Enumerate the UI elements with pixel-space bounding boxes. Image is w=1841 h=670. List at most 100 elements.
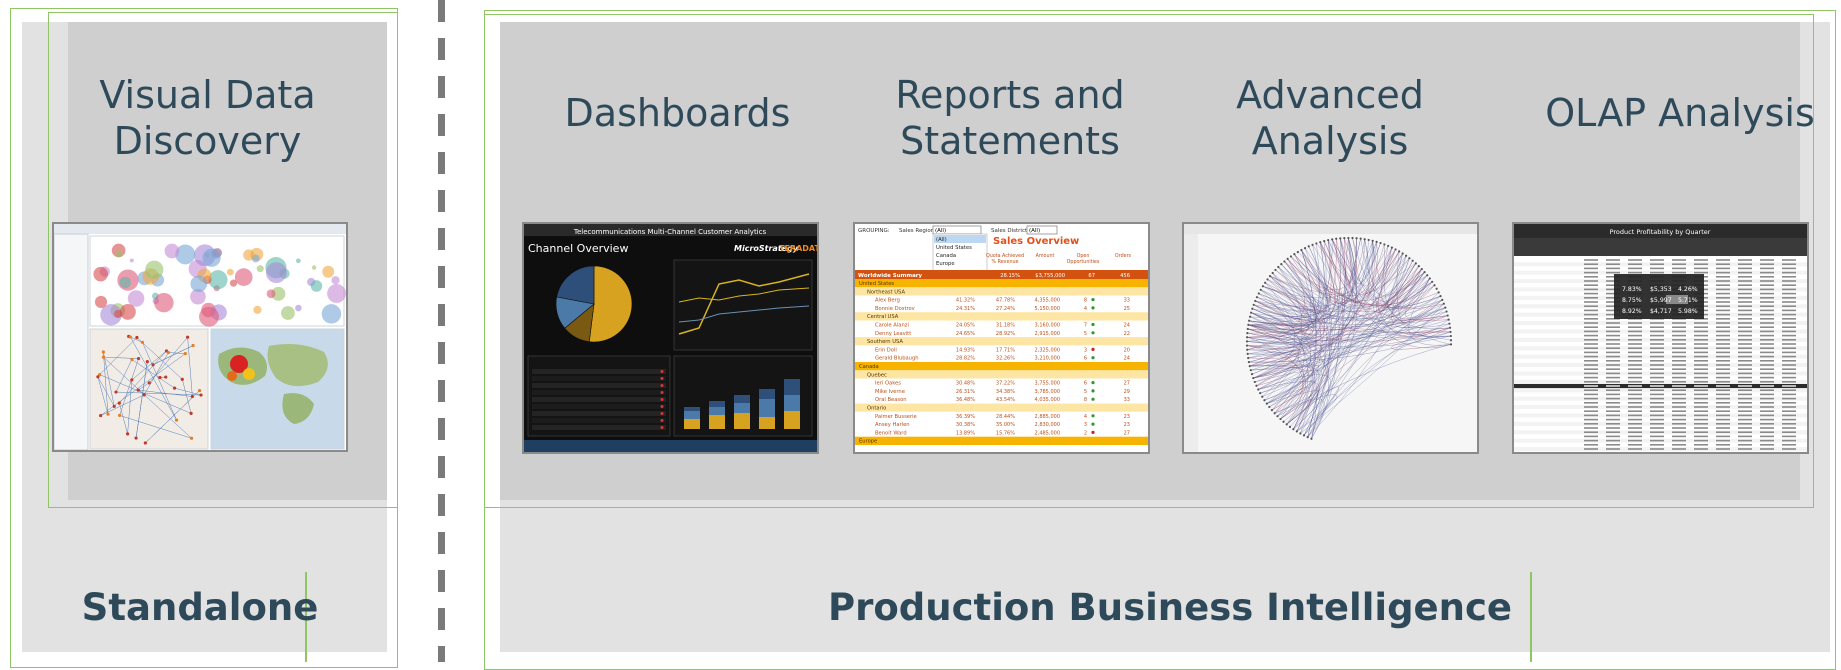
summary-value: 67 [1088, 273, 1095, 279]
column-header: Orders [1115, 253, 1132, 259]
chord-node [1254, 381, 1256, 383]
chord-node [1276, 415, 1278, 417]
grid-cell [1694, 402, 1708, 404]
chord-node [1436, 288, 1438, 290]
table-row [532, 425, 666, 430]
grid-cell [1760, 284, 1774, 286]
chord-node [1387, 245, 1389, 247]
grid-cell [1650, 368, 1664, 370]
grid-cell [1716, 360, 1730, 362]
grid-cell [1738, 268, 1752, 270]
dropdown-option[interactable]: Canada [936, 253, 956, 259]
grid-cell [1606, 368, 1620, 370]
grid-cell [1650, 268, 1664, 270]
chord-node [1449, 327, 1451, 329]
grid-cell [1606, 352, 1620, 354]
grid-cell [1606, 339, 1620, 341]
grid-cell [1716, 444, 1730, 446]
chord-node [1251, 373, 1253, 375]
dropdown-option[interactable]: United States [936, 245, 972, 251]
grid-cell [1628, 360, 1642, 362]
grid-cell [1716, 259, 1730, 261]
row-value: 27 [1124, 430, 1130, 436]
grid-cell [1738, 272, 1752, 274]
grid-cell [1650, 335, 1664, 337]
chord-node [1280, 263, 1282, 265]
popup-value: 8.75% [1622, 297, 1642, 304]
grid-cell [1650, 444, 1664, 446]
grid-cell [1716, 301, 1730, 303]
grid-cell [1738, 406, 1752, 408]
network-node [137, 388, 140, 391]
grid-cell [1760, 326, 1774, 328]
network-node [191, 395, 194, 398]
grid-cell [1650, 360, 1664, 362]
grid-cell [1738, 394, 1752, 396]
grid-cell [1694, 419, 1708, 421]
chord-node [1247, 328, 1249, 330]
grid-cell [1606, 423, 1620, 425]
grid-cell [1650, 415, 1664, 417]
row-value: 7 [1084, 323, 1087, 329]
grid-cell [1716, 389, 1730, 391]
grid-cell [1760, 280, 1774, 282]
bubble-mark [296, 258, 301, 263]
grid-cell [1716, 406, 1730, 408]
grid-cell [1628, 347, 1642, 349]
grid-cell [1760, 289, 1774, 291]
grid-cell [1782, 347, 1796, 349]
grid-cell [1672, 406, 1686, 408]
network-node [190, 437, 193, 440]
grid-cell [1606, 444, 1620, 446]
chord-node [1251, 308, 1253, 310]
bubble-mark [253, 306, 261, 314]
table-row [855, 362, 1148, 370]
row-value: 3,755,000 [1035, 381, 1060, 387]
chord-node [1447, 314, 1449, 316]
chord-node [1308, 245, 1310, 247]
grid-cell [1606, 448, 1620, 450]
chord-node [1258, 292, 1260, 294]
district-select[interactable]: (All) [1029, 228, 1040, 234]
row-label: Denny Leavitt [875, 331, 911, 337]
grid-cell [1606, 259, 1620, 261]
status-dot [1091, 431, 1094, 434]
bubble-mark [235, 268, 253, 286]
popup-value: 7.83% [1622, 286, 1642, 293]
channel-pie-chart [556, 266, 632, 342]
chord-node [1247, 324, 1249, 326]
grid-cell [1650, 263, 1664, 265]
grid-cell [1782, 410, 1796, 412]
dropdown-option[interactable]: (All) [936, 237, 947, 243]
grid-cell [1650, 373, 1664, 375]
grid-cell [1628, 339, 1642, 341]
grid-cell [1650, 410, 1664, 412]
chord-node [1444, 306, 1446, 308]
chord-node [1293, 253, 1295, 255]
grid-cell [1672, 381, 1686, 383]
dropdown-option[interactable]: Europe [936, 261, 955, 267]
row-label: Carole Alanzi [875, 323, 909, 329]
grid-cell [1584, 322, 1598, 324]
grid-cell [1628, 436, 1642, 438]
region-select[interactable]: (All) [935, 228, 946, 234]
grid-cell [1782, 314, 1796, 316]
grid-cell [1716, 402, 1730, 404]
row-value: 24 [1124, 323, 1130, 329]
grid-cell [1694, 415, 1708, 417]
row-value: 3,160,000 [1035, 323, 1060, 329]
grid-cell [1628, 263, 1642, 265]
grid-cell [1760, 301, 1774, 303]
grid-cell [1782, 310, 1796, 312]
caption-visual-data-discovery: Visual Data Discovery [55, 72, 360, 164]
bubble-mark [120, 304, 136, 320]
grid-cell [1694, 326, 1708, 328]
grid-cell [1782, 284, 1796, 286]
chord-node [1248, 320, 1250, 322]
network-node [158, 376, 161, 379]
row-label: United States [859, 281, 894, 287]
row-value: 28.44% [996, 414, 1015, 420]
grid-cell [1672, 385, 1686, 387]
grid-cell [1782, 431, 1796, 433]
row-value: 2,885,000 [1035, 414, 1060, 420]
